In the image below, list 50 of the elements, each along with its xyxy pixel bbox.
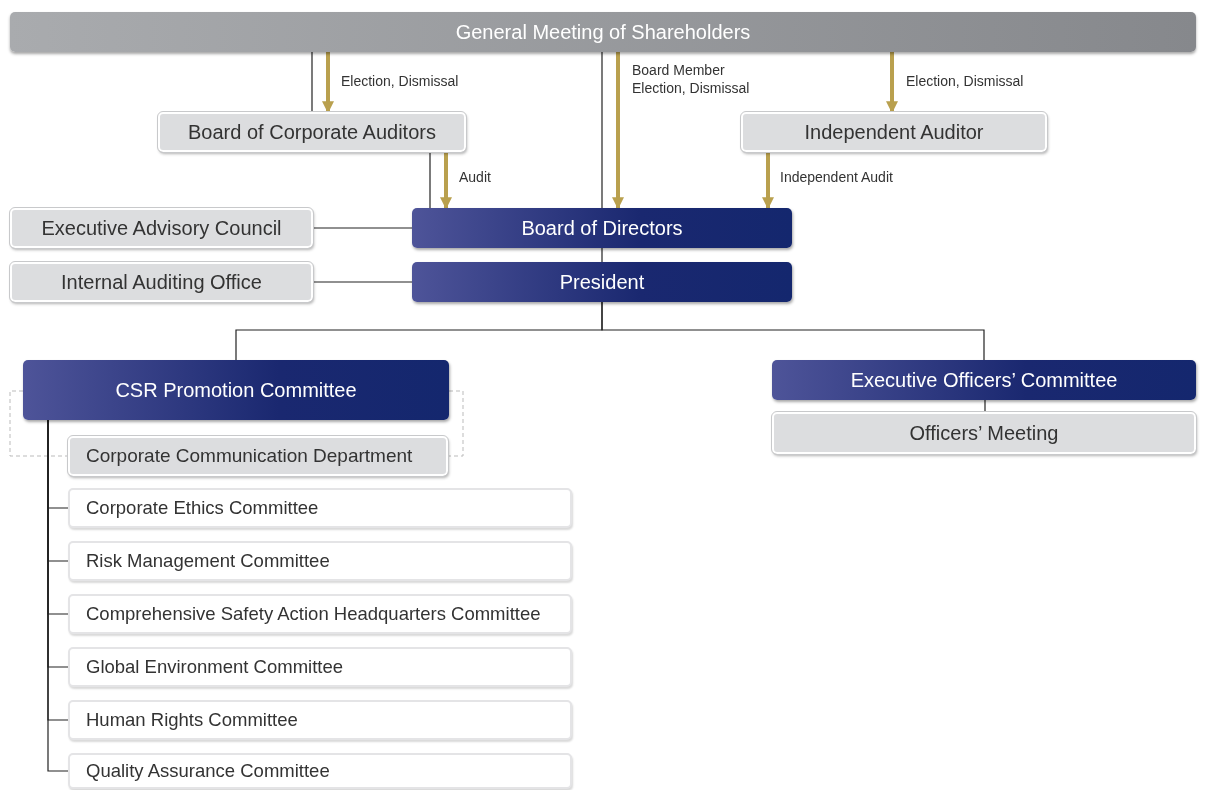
org-box <box>158 112 466 152</box>
committee-box <box>68 700 572 740</box>
node-label: General Meeting of Shareholders <box>455 20 751 44</box>
org-box <box>10 262 313 302</box>
org-box <box>772 412 1196 454</box>
edge-label: Independent Audit <box>780 169 893 187</box>
connector-line <box>984 399 986 413</box>
org-box <box>10 208 313 248</box>
node-label: Independent Auditor <box>804 120 984 144</box>
arrow <box>440 152 452 210</box>
arrow <box>322 52 334 114</box>
org-box <box>412 208 792 248</box>
committee-box <box>68 594 572 634</box>
org-box <box>772 360 1196 400</box>
node-label: Risk Management Committee <box>86 550 330 572</box>
connector-line <box>429 151 431 209</box>
edge-label: Election, Dismissal <box>906 73 1024 91</box>
node-label: Internal Auditing Office <box>61 270 262 294</box>
node-label: Global Environment Committee <box>86 656 344 678</box>
connector-line <box>311 51 313 113</box>
arrow <box>762 152 774 210</box>
node-label: Board of Directors <box>521 216 683 240</box>
org-box <box>741 112 1047 152</box>
connector-line <box>601 51 603 209</box>
node-label: CSR Promotion Committee <box>115 378 357 402</box>
org-box <box>68 436 448 476</box>
connector-line <box>312 227 413 229</box>
arrow <box>886 52 898 114</box>
node-label: Human Rights Committee <box>86 709 298 731</box>
node-label: Comprehensive Safety Action Headquarters Committee <box>86 603 541 625</box>
node-label: President <box>559 270 645 294</box>
node-label: Executive Advisory Council <box>41 216 282 240</box>
edge-label: Election, Dismissal <box>341 73 459 91</box>
connector-line <box>601 301 985 361</box>
committee-box <box>68 647 572 687</box>
committee-box <box>68 753 572 789</box>
node-label: Corporate Communication Department <box>86 445 413 467</box>
connector-line <box>601 247 603 263</box>
node-label: Board of Corporate Auditors <box>188 120 436 144</box>
arrow <box>612 52 624 210</box>
org-box <box>23 360 449 420</box>
node-label: Officers’ Meeting <box>909 421 1059 445</box>
org-box <box>412 262 792 302</box>
node-label: Quality Assurance Committee <box>86 760 330 782</box>
header-bar <box>10 12 1196 52</box>
node-label: Corporate Ethics Committee <box>86 497 319 519</box>
committee-box <box>68 541 572 581</box>
connector-line <box>312 281 413 283</box>
committee-box <box>68 488 572 528</box>
node-label: Executive Officers’ Committee <box>850 368 1118 392</box>
